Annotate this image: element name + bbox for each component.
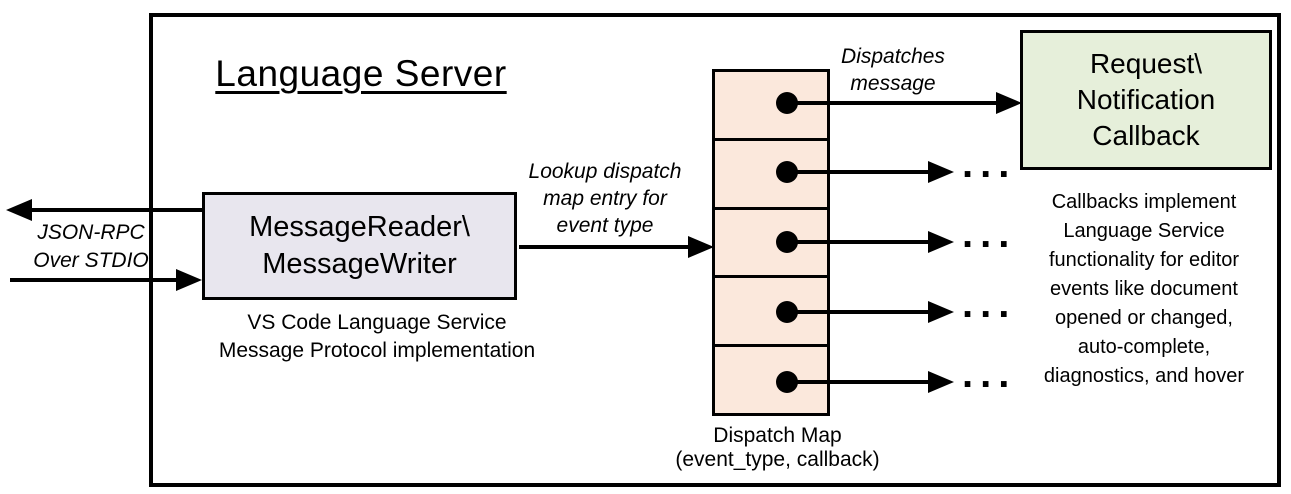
message-reader-writer-box: MessageReader\ MessageWriter — [202, 192, 517, 300]
io-protocol-label-line1: JSON-RPC — [37, 221, 145, 244]
callbacks-note-line7: diagnostics, and hover — [1043, 365, 1245, 387]
request-notification-callback-box: Request\ Notification Callback — [1020, 30, 1272, 170]
dispatches-message-label: Dispatches message — [833, 43, 953, 97]
callback-box-line3: Callback — [1092, 120, 1200, 151]
message-box-caption: VS Code Language Service Message Protoco… — [197, 309, 557, 365]
dispatch-map — [712, 69, 830, 416]
callbacks-note-line2: Language Service — [1063, 220, 1225, 242]
lookup-dispatch-label-line1: Lookup dispatch — [528, 160, 682, 183]
message-reader-label: MessageReader\ — [249, 211, 470, 243]
dispatch-map-caption: Dispatch Map (event_type, callback) — [660, 424, 895, 472]
lookup-dispatch-label-line2: map entry for — [543, 187, 667, 210]
dispatches-message-label-line1: Dispatches — [841, 45, 945, 68]
message-writer-label: MessageWriter — [262, 248, 457, 280]
stdio-out-arrow-head-icon — [6, 199, 32, 221]
dispatch-map-caption-line1: Dispatch Map — [713, 424, 842, 447]
dispatch-map-cell-3 — [715, 206, 827, 276]
message-box-caption-line1: VS Code Language Service — [247, 311, 507, 334]
callback-box-line2: Notification — [1076, 84, 1216, 115]
callbacks-note-line4: events like document — [1050, 278, 1238, 300]
dispatch-map-cell-1 — [715, 72, 827, 138]
dispatch-map-caption-line2: (event_type, callback) — [675, 448, 880, 471]
callbacks-note-line5: opened or changed, — [1055, 307, 1233, 329]
callbacks-note-line6: auto-complete, — [1077, 336, 1211, 358]
ellipsis-row-4: ... — [962, 282, 1017, 326]
lookup-dispatch-label-line3: event type — [556, 214, 654, 237]
diagram-title: Language Server — [215, 53, 507, 94]
io-protocol-label-line2: Over STDIO — [33, 249, 149, 272]
ellipsis-row-5: ... — [962, 352, 1017, 396]
dispatches-message-label-line2: message — [850, 72, 936, 95]
dispatch-map-cell-4 — [715, 275, 827, 345]
dispatch-map-cell-5 — [715, 344, 827, 413]
language-server-box — [149, 13, 1281, 487]
callback-box-line1: Request\ — [1089, 48, 1203, 79]
message-box-caption-line2: Message Protocol implementation — [218, 339, 536, 362]
callbacks-note-line3: functionality for editor — [1048, 249, 1240, 271]
dispatch-map-cell-2 — [715, 137, 827, 207]
callbacks-note-line1: Callbacks implement — [1051, 191, 1237, 213]
lookup-dispatch-label: Lookup dispatch map entry for event type — [515, 158, 695, 239]
ellipsis-row-3: ... — [962, 212, 1017, 256]
io-protocol-label: JSON-RPC Over STDIO — [20, 219, 162, 275]
callbacks-note: Callbacks implement Language Service fun… — [1010, 188, 1278, 391]
ellipsis-row-2: ... — [962, 142, 1017, 186]
